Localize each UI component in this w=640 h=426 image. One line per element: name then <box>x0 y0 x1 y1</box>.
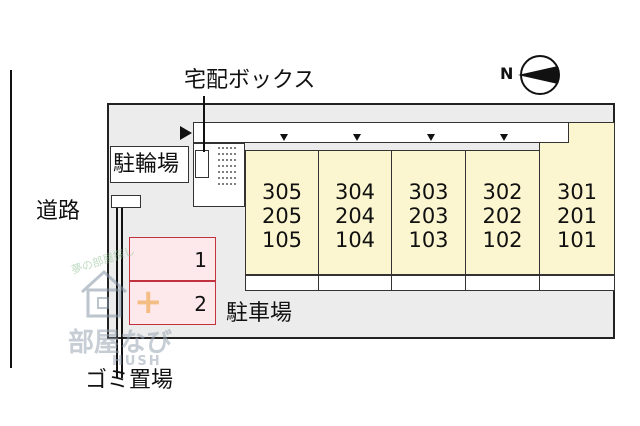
garbage-label: ゴミ置場 <box>85 368 174 393</box>
watermark-sub-text: HUSH <box>112 354 162 369</box>
balcony-strip <box>539 275 615 291</box>
walkway-top-over <box>539 122 569 143</box>
watermark-plus: + <box>134 282 163 322</box>
garbage-leader-2 <box>121 208 123 378</box>
balcony-strip <box>391 275 466 291</box>
unit-number: 302 <box>482 180 523 204</box>
unit-number: 103 <box>408 228 449 252</box>
garbage-area <box>111 195 141 208</box>
balcony-strip <box>465 275 540 291</box>
door-marker-icon <box>353 134 361 141</box>
stairs-icon <box>218 147 238 185</box>
door-marker-icon <box>427 134 435 141</box>
compass-north-letter: N <box>500 64 514 83</box>
unit-number: 204 <box>334 204 376 228</box>
unit-block: 305 205 105 <box>245 150 319 275</box>
house-watermark-icon <box>80 269 128 318</box>
unit-block: 301 201 101 <box>539 122 615 275</box>
unit-number: 104 <box>334 228 376 252</box>
unit-block: 303 203 103 <box>391 150 466 275</box>
balcony-strip <box>318 275 392 291</box>
unit-number: 101 <box>556 228 598 252</box>
unit-number: 202 <box>482 204 523 228</box>
parking-space: 2 <box>129 281 216 325</box>
unit-number: 105 <box>261 228 303 252</box>
delivery-box-leader <box>203 96 205 152</box>
unit-number: 305 <box>261 180 303 204</box>
delivery-box <box>195 150 209 178</box>
unit-number: 205 <box>261 204 303 228</box>
unit-number: 203 <box>408 204 449 228</box>
parking-space: 1 <box>129 237 216 281</box>
unit-number: 201 <box>556 204 598 228</box>
unit-number: 102 <box>482 228 523 252</box>
unit-block: 304 204 104 <box>318 150 392 275</box>
road-label: 道路 <box>36 199 81 224</box>
unit-number: 304 <box>334 180 376 204</box>
unit-number: 301 <box>556 180 598 204</box>
compass-icon <box>518 55 560 95</box>
unit-number: 303 <box>408 180 449 204</box>
parking-label: 駐車場 <box>226 301 293 326</box>
walkway-top <box>193 122 568 143</box>
door-marker-icon <box>500 134 508 141</box>
garbage-leader <box>116 208 118 378</box>
watermark-large-text: 部屋なび <box>68 328 173 358</box>
parking-space-number: 1 <box>194 248 207 272</box>
parking-space-number: 2 <box>194 292 207 316</box>
bicycle-parking-label: 駐輪場 <box>113 152 180 177</box>
unit-block: 302 202 102 <box>465 150 540 275</box>
balcony-strip <box>245 275 319 291</box>
door-marker-icon <box>280 134 288 141</box>
bicycle-parking <box>110 146 189 183</box>
road-line <box>10 70 12 368</box>
delivery-box-label: 宅配ボックス <box>184 68 316 93</box>
walkway-bottom <box>193 186 245 207</box>
entrance-arrow-icon <box>180 126 192 140</box>
